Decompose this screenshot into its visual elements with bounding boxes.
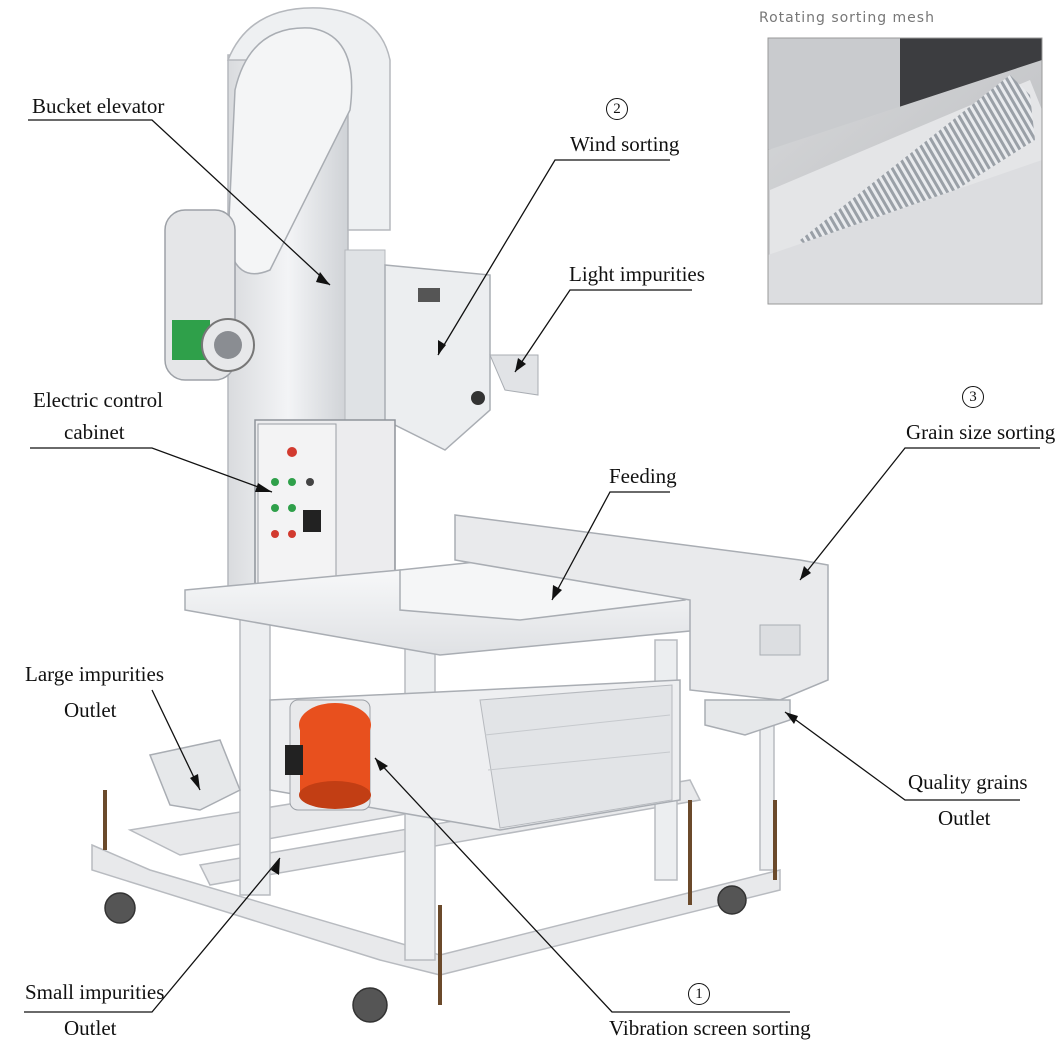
leader-large-impurities xyxy=(151,689,201,791)
leader-feeding xyxy=(551,491,670,601)
wheels xyxy=(104,885,747,1023)
label-small-impurities-outlet: Outlet xyxy=(64,1016,117,1040)
leader-light-impurities xyxy=(514,289,692,373)
large-impurity-chute xyxy=(148,739,241,811)
leader-bucket-elevator xyxy=(28,119,331,286)
wind-sorting-number: 2 xyxy=(606,98,628,120)
inset-title: Rotating sorting mesh xyxy=(759,10,935,26)
vibration-screen-number: 1 xyxy=(688,983,710,1005)
label-electric-control-cabinet: cabinet xyxy=(64,420,125,444)
vibration-screen xyxy=(269,679,681,831)
leader-wind-sorting xyxy=(437,159,670,356)
wind-sorting-chamber xyxy=(384,264,539,451)
machine xyxy=(91,7,829,1023)
feet xyxy=(103,790,777,1005)
label-light-impurities: Light impurities xyxy=(569,262,705,286)
leader-arrowheads xyxy=(190,272,811,875)
label-small-impurities: Small impurities xyxy=(25,980,165,1004)
leader-lines xyxy=(24,119,1040,1013)
leader-grain-size xyxy=(799,447,1040,581)
elevator-motor xyxy=(164,209,255,381)
leader-electric-control xyxy=(30,447,273,493)
control-cabinet xyxy=(254,419,396,596)
label-grain-size-sorting: Grain size sorting xyxy=(906,420,1056,444)
label-vibration-screen-sorting: Vibration screen sorting xyxy=(609,1016,811,1040)
label-bucket-elevator: Bucket elevator xyxy=(32,94,165,118)
label-feeding: Feeding xyxy=(609,464,677,488)
label-large-impurities-outlet: Outlet xyxy=(64,698,117,722)
leader-small-impurities xyxy=(24,857,281,1013)
quality-grain-chute xyxy=(704,699,791,736)
grain-size-number: 3 xyxy=(962,386,984,408)
label-quality-grains-outlet: Outlet xyxy=(938,806,991,830)
label-electric-control: Electric control xyxy=(33,388,164,412)
vibration-motor xyxy=(285,699,371,811)
label-large-impurities: Large impurities xyxy=(25,662,164,686)
leader-quality-grains xyxy=(784,711,1020,801)
inset-photo xyxy=(767,37,1043,305)
label-quality-grains: Quality grains xyxy=(908,770,1028,794)
leader-vibration-screen xyxy=(374,757,790,1013)
label-wind-sorting: Wind sorting xyxy=(570,132,680,156)
